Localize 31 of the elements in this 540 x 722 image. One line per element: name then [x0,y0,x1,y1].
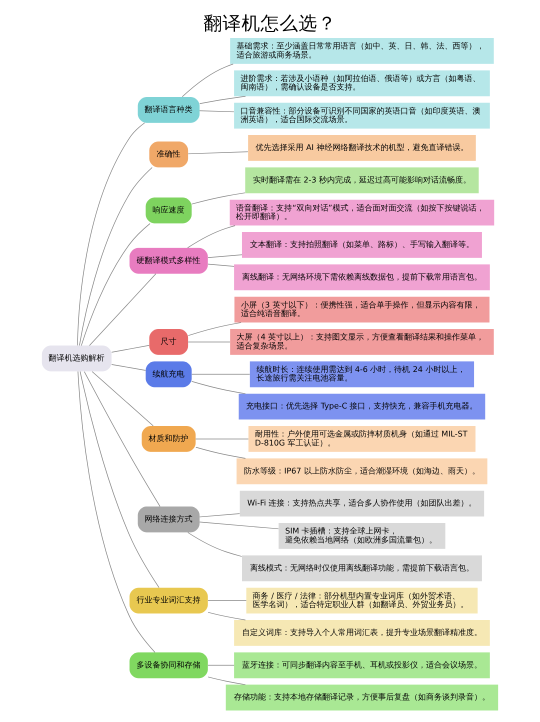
connector [84,371,160,507]
connector [208,612,246,620]
connector [188,151,248,154]
connector [78,371,156,653]
connector [191,374,250,375]
connector [79,167,152,346]
connector [199,513,240,518]
connector [89,273,156,346]
connector [77,122,145,346]
connector [208,664,234,666]
connector [208,676,246,686]
diagram-title: 翻译机怎么选？ [204,13,336,34]
connector [188,322,242,336]
connector [191,381,246,394]
connector [191,192,246,204]
connector [199,522,279,530]
connector [199,110,234,112]
connector [208,254,242,258]
connector [187,532,242,557]
connector [80,371,160,588]
connector [182,64,234,98]
connector [199,96,246,104]
connector [187,225,236,248]
connector [111,345,150,353]
connector [111,364,146,371]
connector [208,264,234,267]
connector [208,600,247,601]
connector [92,371,154,426]
connector [195,438,249,440]
connector [196,446,246,459]
connector [80,223,150,346]
